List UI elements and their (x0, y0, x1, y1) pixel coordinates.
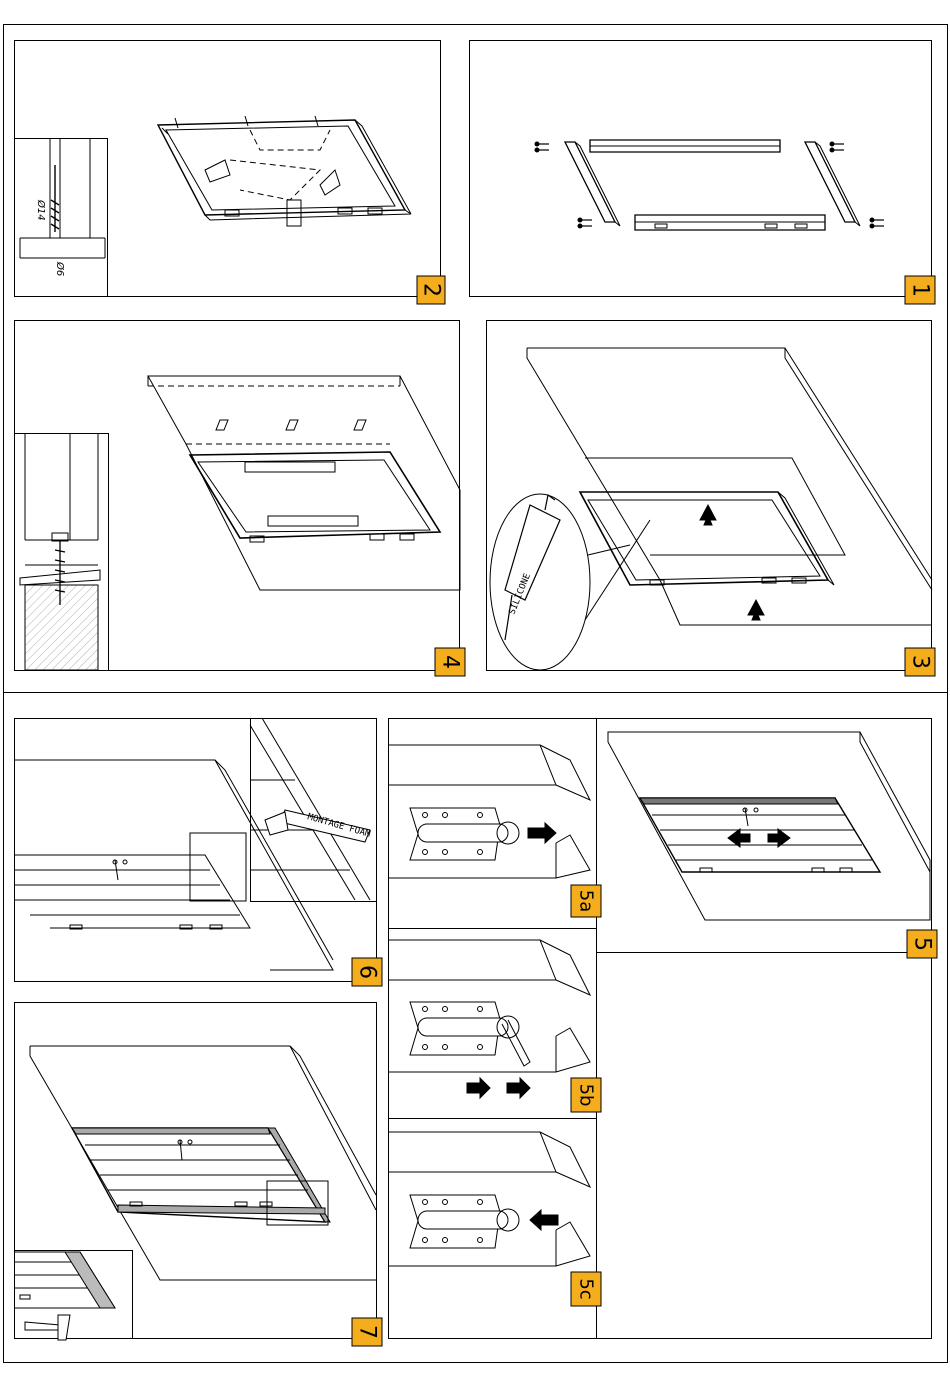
svg-text:4: 4 (438, 655, 463, 669)
hammer-icon (25, 1315, 70, 1340)
sheet-border (4, 25, 948, 1363)
caulk-gun-icon (505, 495, 560, 640)
svg-text:5b: 5b (576, 1084, 597, 1107)
screw-icon (830, 142, 844, 152)
hinge-icon (410, 1002, 530, 1066)
arrow-icon (507, 1078, 530, 1098)
svg-text:5a: 5a (576, 890, 597, 912)
screw-icon (535, 142, 549, 152)
label-diameter-14: Ø14 (35, 199, 47, 221)
hinge-icon (410, 808, 519, 860)
panel-step-2 (15, 41, 441, 297)
svg-text:1: 1 (908, 283, 933, 297)
svg-text:5c: 5c (576, 1278, 597, 1299)
svg-text:5: 5 (910, 937, 935, 951)
step-badge-6: 6 (352, 958, 382, 986)
panel-step-1 (470, 41, 932, 297)
step-badge-4: 4 (435, 648, 465, 676)
step-badge-5: 5 (907, 930, 937, 958)
detail-foam (251, 719, 377, 902)
hinge-icon (410, 1195, 519, 1248)
screw-icon (578, 218, 592, 228)
panel-step-4 (15, 321, 461, 671)
step-badge-2: 2 (417, 276, 445, 304)
panel-step-5-details (388, 719, 597, 1339)
arrow-icon (530, 1210, 558, 1230)
panel-step-3 (487, 321, 933, 671)
arrow-icon (728, 829, 750, 847)
step-badge-1: 1 (905, 276, 935, 304)
arrow-icon (467, 1078, 490, 1098)
svg-text:2: 2 (419, 283, 444, 297)
svg-text:7: 7 (355, 1325, 380, 1339)
panel-step-6 (14, 718, 377, 982)
panel-step-5 (597, 719, 932, 1339)
arrow-icon (528, 823, 556, 843)
svg-text:3: 3 (908, 655, 933, 669)
label-diameter-6: Ø6 (54, 261, 66, 276)
panel-step-7 (14, 1003, 377, 1341)
step-badge-7: 7 (352, 1318, 382, 1346)
arrow-icon (700, 505, 716, 525)
arrow-icon (748, 600, 764, 620)
step-badge-5a: 5a (571, 885, 601, 917)
arrow-icon (768, 829, 790, 847)
drill-bit-icon (51, 165, 59, 232)
step-badge-3: 3 (905, 648, 935, 676)
step-badge-5c: 5c (571, 1272, 601, 1306)
step-badge-5b: 5b (571, 1078, 601, 1112)
svg-text:6: 6 (355, 965, 380, 979)
screw-icon (870, 218, 884, 228)
